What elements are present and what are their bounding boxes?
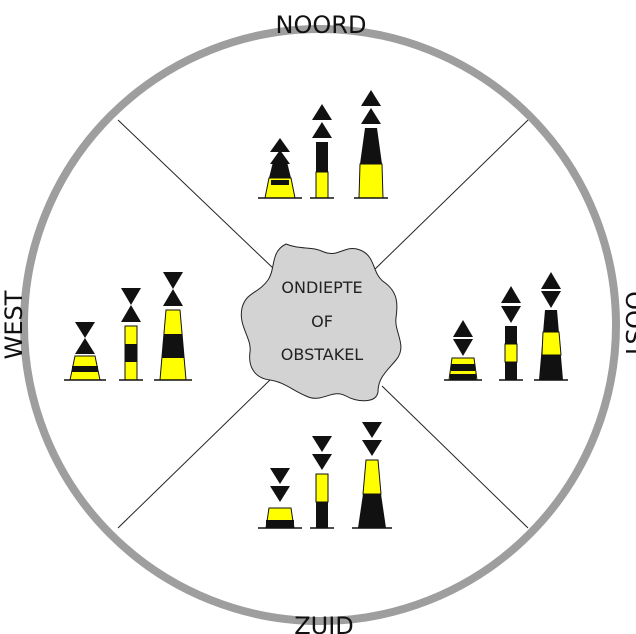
- north-topmark-upper-cone-icon: [270, 138, 290, 152]
- east-spar-buoy: [499, 286, 523, 381]
- north-buoy-group: [258, 90, 388, 199]
- west-spar-buoy: [119, 288, 143, 381]
- divider-ne: [371, 119, 529, 273]
- north-spar-lower-cone-icon: [312, 122, 332, 138]
- west-spar-lower-cone-icon: [121, 305, 141, 322]
- divider-se: [381, 385, 529, 529]
- hazard-label-line-3: OBSTAKEL: [281, 345, 364, 364]
- north-pillar-buoy: [258, 138, 302, 199]
- south-pillar-buoy: [258, 468, 302, 529]
- divider-sw: [117, 377, 273, 529]
- south-spar-lower-cone-icon: [312, 454, 332, 470]
- label-south: ZUID: [294, 612, 354, 634]
- label-east: OOST: [620, 291, 636, 359]
- divider-nw: [117, 119, 276, 271]
- south-buoy-group: [258, 422, 392, 529]
- label-north: NOORD: [276, 11, 367, 39]
- west-pillar-upper-cone-icon: [75, 322, 95, 338]
- west-tower-upper-cone-icon: [163, 272, 183, 289]
- west-pillar-buoy: [64, 322, 106, 381]
- east-spar-upper-cone-icon: [501, 286, 521, 303]
- south-spar-buoy: [310, 436, 334, 529]
- east-tower-lower-cone-icon: [541, 291, 561, 308]
- east-buoy-group: [444, 272, 568, 381]
- east-tower-upper-cone-icon: [541, 272, 561, 289]
- shoal-shape: [240, 243, 402, 402]
- south-spar-upper-cone-icon: [312, 436, 332, 452]
- south-tower-upper-cone-icon: [362, 422, 382, 438]
- north-topmark-lower-cone-icon: [270, 150, 290, 164]
- compass-ring: [20, 25, 620, 625]
- west-pillar-lower-cone-icon: [75, 338, 95, 354]
- south-tower-buoy: [352, 422, 392, 529]
- hazard-label-line-2: OF: [311, 312, 333, 331]
- north-spar-buoy: [310, 104, 334, 199]
- west-spar-upper-cone-icon: [121, 288, 141, 305]
- east-tower-buoy: [534, 272, 568, 381]
- east-pillar-lower-cone-icon: [453, 339, 473, 356]
- east-pillar-upper-cone-icon: [453, 320, 473, 337]
- north-tower-buoy: [354, 90, 388, 199]
- hazard-label-line-1: ONDIEPTE: [281, 278, 362, 297]
- west-tower-lower-cone-icon: [163, 289, 183, 306]
- label-west: WEST: [0, 290, 28, 359]
- south-pillar-upper-cone-icon: [270, 468, 290, 484]
- south-tower-lower-cone-icon: [362, 440, 382, 456]
- east-pillar-buoy: [444, 320, 482, 381]
- north-spar-upper-cone-icon: [312, 104, 332, 120]
- east-spar-lower-cone-icon: [501, 306, 521, 323]
- west-tower-buoy: [154, 272, 192, 381]
- north-tower-upper-cone-icon: [361, 90, 381, 106]
- west-buoy-group: [64, 272, 192, 381]
- south-pillar-lower-cone-icon: [270, 486, 290, 502]
- north-tower-lower-cone-icon: [361, 108, 381, 124]
